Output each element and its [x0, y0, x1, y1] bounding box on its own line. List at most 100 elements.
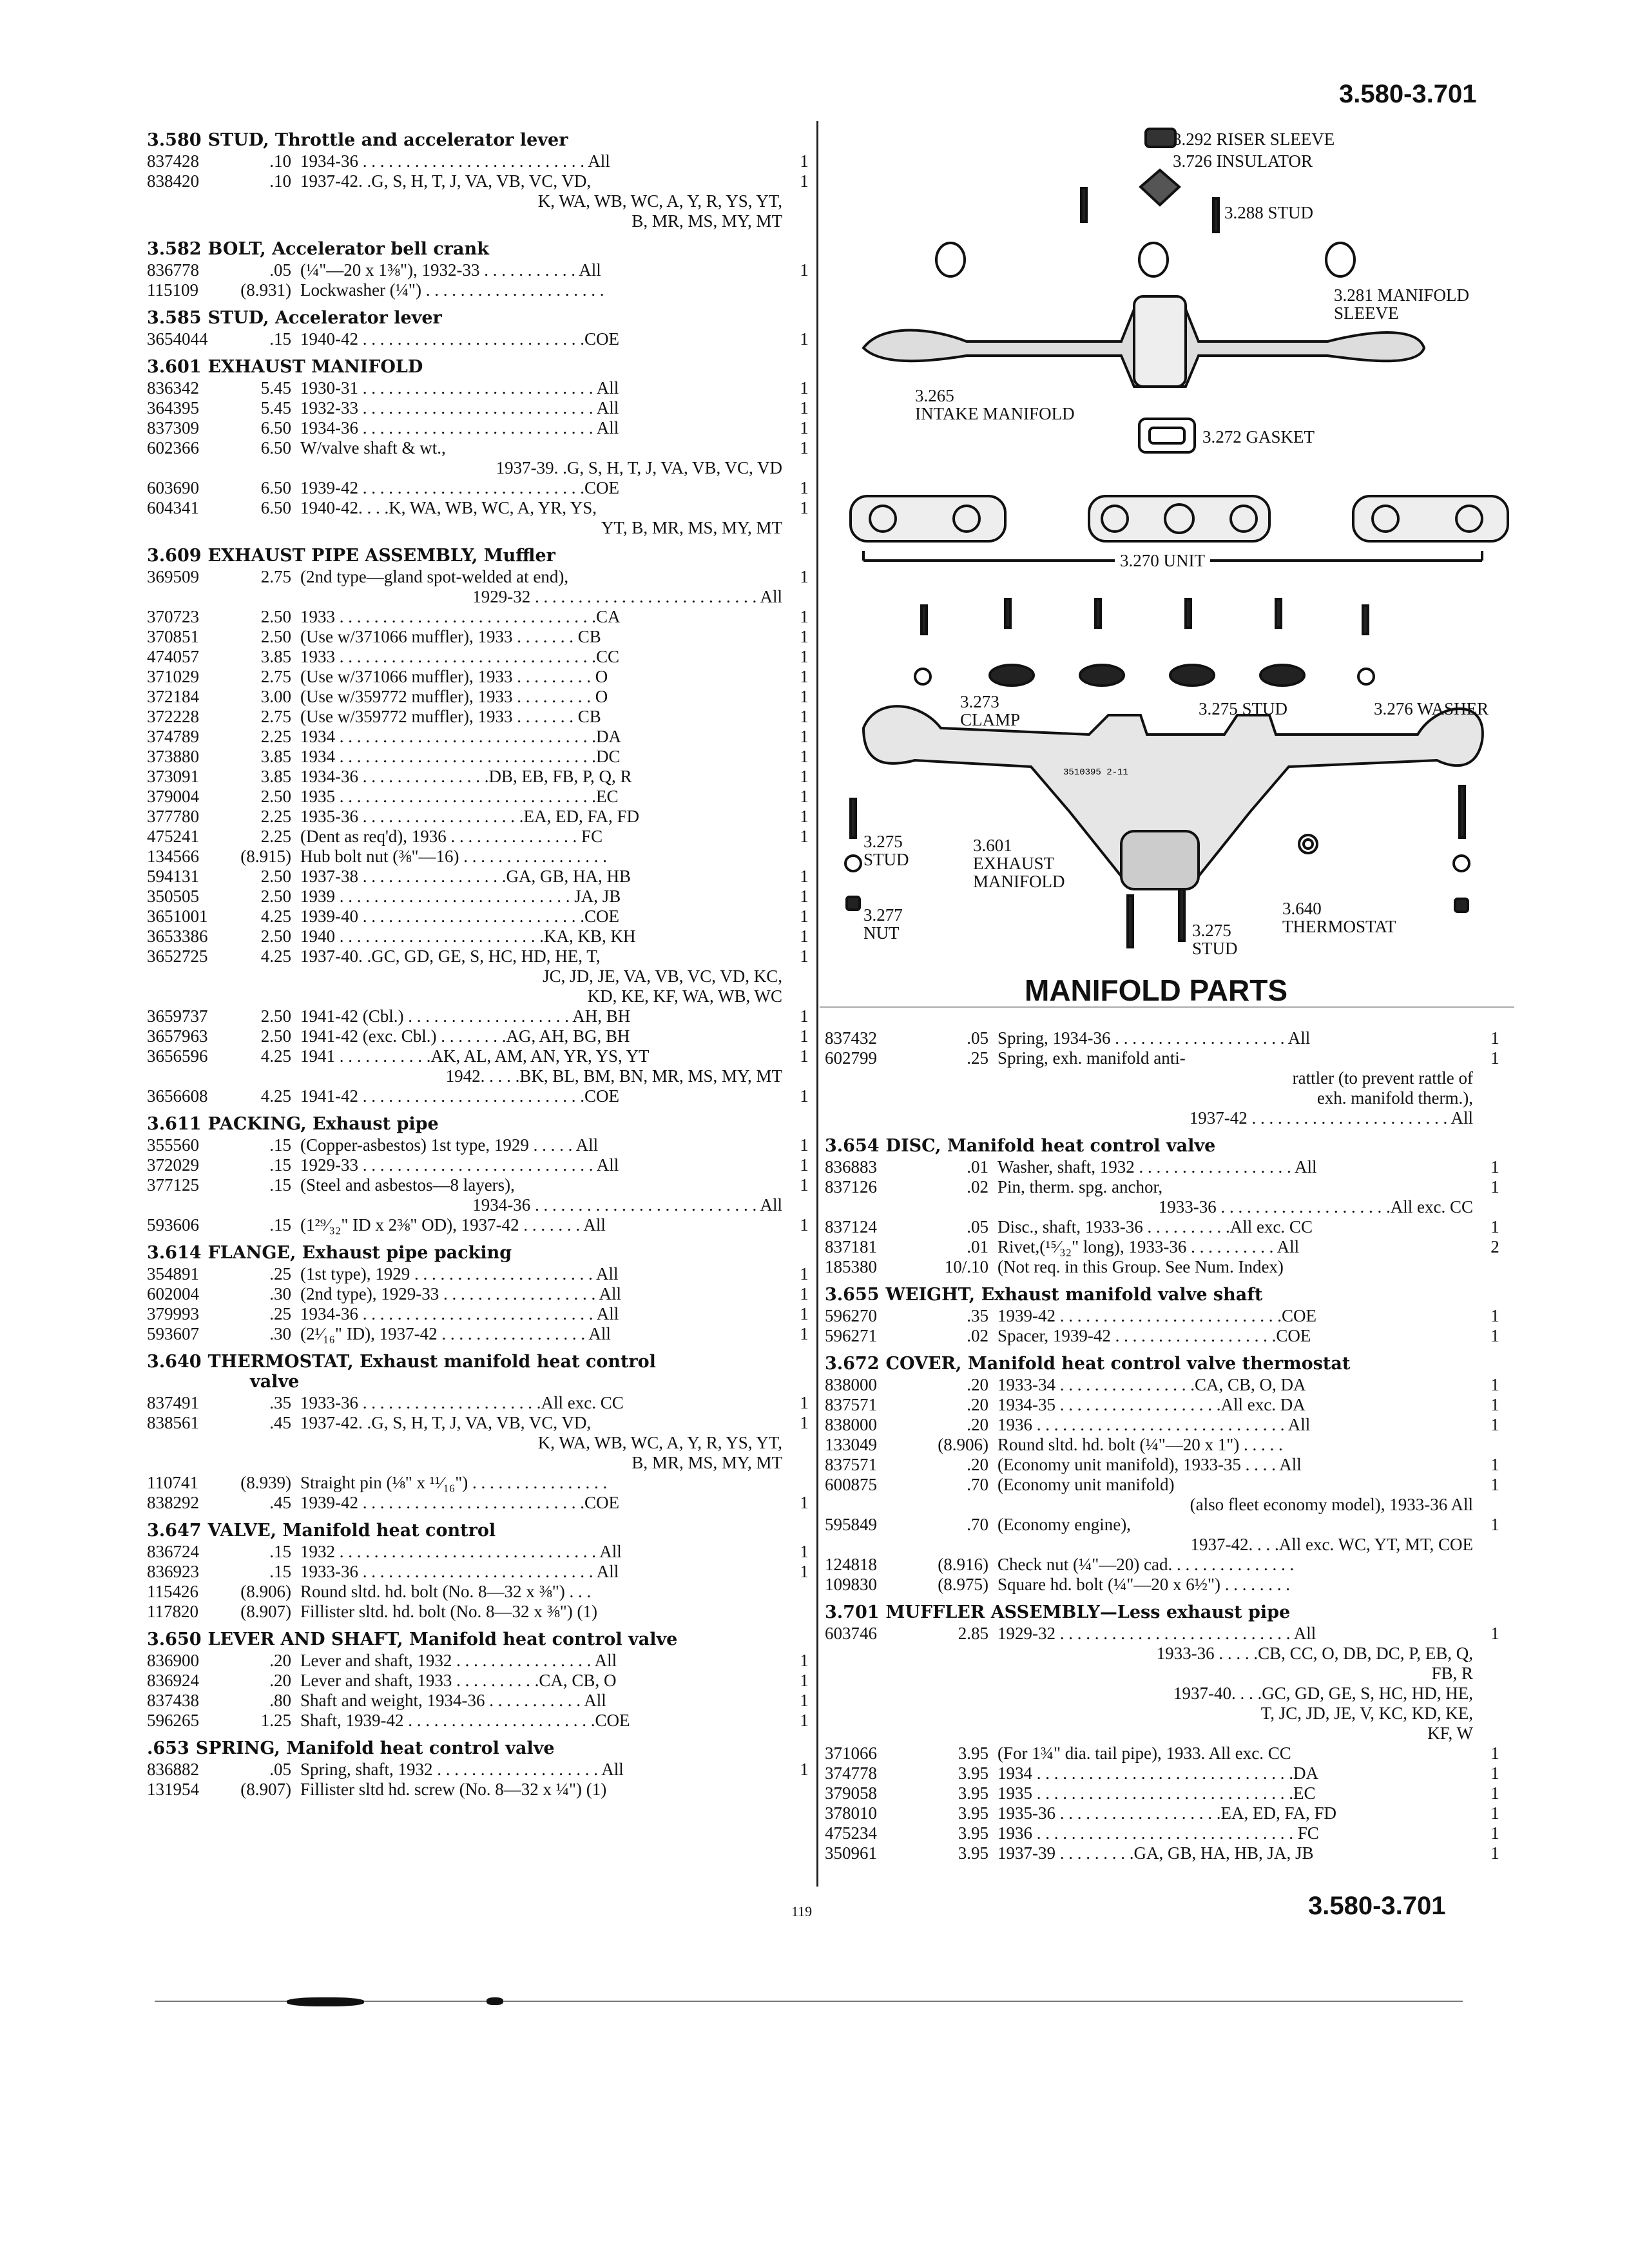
- part-price: .01: [967, 1157, 988, 1177]
- part-row: 110741(8.939)Straight pin (⅛" x ¹¹⁄₁₆") …: [147, 1473, 817, 1493]
- part-description: 1941 . . . . . . . . . . .AK, AL, AM, AN…: [300, 1046, 782, 1086]
- part-description: 1933-36 . . . . . . . . . . . . . . . . …: [300, 1393, 782, 1413]
- part-row: 134566(8.915)Hub bolt nut (⅜"—16) . . . …: [147, 847, 817, 867]
- part-number: 836778: [147, 260, 199, 280]
- part-quantity: 1: [800, 667, 809, 686]
- part-quantity: 1: [800, 151, 809, 171]
- part-quantity: 1: [800, 1413, 809, 1432]
- part-price: 3.85: [260, 747, 291, 766]
- part-number: 379993: [147, 1304, 199, 1323]
- part-quantity: 1: [1490, 1624, 1499, 1643]
- part-quantity: 1: [800, 867, 809, 886]
- part-price: .15: [269, 1155, 291, 1175]
- part-price: .20: [967, 1395, 988, 1414]
- part-quantity: [791, 1473, 817, 1493]
- part-description: 1939-40 . . . . . . . . . . . . . . . . …: [300, 907, 782, 927]
- part-price: 2.25: [260, 727, 291, 746]
- part-description: 1936 . . . . . . . . . . . . . . . . . .…: [998, 1415, 1473, 1435]
- part-quantity: 1: [800, 907, 809, 926]
- part-quantity: 1: [1490, 1415, 1499, 1434]
- label-washer: 3.276 WASHER: [1374, 699, 1489, 718]
- part-quantity: [1482, 1555, 1508, 1575]
- part-description: Disc., shaft, 1933-36 . . . . . . . . . …: [998, 1217, 1473, 1237]
- part-quantity: 1: [1490, 1306, 1499, 1325]
- part-description: Lever and shaft, 1933 . . . . . . . . . …: [300, 1671, 782, 1691]
- part-quantity: 1: [800, 378, 809, 398]
- part-number: 350961: [825, 1843, 877, 1863]
- description-line: 1934 . . . . . . . . . . . . . . . . . .…: [998, 1763, 1318, 1783]
- part-quantity: 1: [800, 438, 809, 457]
- part-description: 1937-42. .G, S, H, T, J, VA, VB, VC, VD,…: [300, 1413, 782, 1473]
- part-number: 836924: [147, 1671, 199, 1690]
- description-line: 1939-42 . . . . . . . . . . . . . . . . …: [300, 1493, 619, 1512]
- part-number: 3656596: [147, 1046, 208, 1066]
- part-description: (Use w/359772 muffler), 1933 . . . . . .…: [300, 687, 782, 707]
- part-row: 377125.15(Steel and asbestos—8 layers),1…: [147, 1175, 817, 1215]
- part-number: 133049: [825, 1435, 877, 1454]
- description-line: JC, JD, JE, VA, VB, VC, VD, KC,: [543, 966, 782, 986]
- part-price: 2.25: [260, 807, 291, 826]
- description-line: 1929-33 . . . . . . . . . . . . . . . . …: [300, 1155, 619, 1175]
- part-description: Lever and shaft, 1932 . . . . . . . . . …: [300, 1651, 782, 1671]
- part-row: 109830(8.975)Square hd. bolt (¼"—20 x 6½…: [825, 1575, 1508, 1595]
- part-number: 370723: [147, 607, 199, 626]
- part-number: 836882: [147, 1760, 199, 1779]
- part-number: 379058: [825, 1783, 877, 1803]
- part-quantity: 1: [800, 727, 809, 746]
- description-line: 1934-36 . . . . . . . . . . . . . . .DB,…: [300, 767, 632, 786]
- description-line: 1933-36 . . . . . . . . . . . . . . . . …: [300, 1562, 619, 1581]
- part-description: Shaft and weight, 1934-36 . . . . . . . …: [300, 1691, 782, 1711]
- description-line: 1933-36 . . . . . . . . . . . . . . . . …: [300, 1393, 624, 1412]
- part-number: 593606: [147, 1215, 199, 1235]
- page-range-header: 3.580-3.701: [1339, 80, 1477, 108]
- description-line: Shaft, 1939-42 . . . . . . . . . . . . .…: [300, 1711, 630, 1730]
- part-description: (2¹⁄₁₆" ID), 1937-42 . . . . . . . . . .…: [300, 1324, 782, 1344]
- ring-right: [1325, 242, 1356, 278]
- part-quantity: 1: [800, 1086, 809, 1106]
- group-title: EXHAUST MANIFOLD: [207, 357, 423, 377]
- part-price: 3.85: [260, 767, 291, 786]
- part-quantity: 1: [1490, 1375, 1499, 1394]
- part-description: 1933 . . . . . . . . . . . . . . . . . .…: [300, 647, 782, 667]
- part-description: 1935-36 . . . . . . . . . . . . . . . . …: [300, 807, 782, 827]
- part-row: 837571.20(Economy unit manifold), 1933-3…: [825, 1455, 1508, 1475]
- description-line: 1930-31 . . . . . . . . . . . . . . . . …: [300, 378, 619, 398]
- part-description: 1939-42 . . . . . . . . . . . . . . . . …: [300, 1493, 782, 1513]
- part-description: 1935-36 . . . . . . . . . . . . . . . . …: [998, 1803, 1473, 1823]
- description-line: B, MR, MS, MY, MT: [631, 1453, 782, 1472]
- label-manifold-sleeve: 3.281 MANIFOLD SLEEVE: [1334, 285, 1470, 323]
- description-line: 1941-42 . . . . . . . . . . . . . . . . …: [300, 1086, 619, 1106]
- group-number: 3.650: [147, 1629, 202, 1649]
- description-line: 1935 . . . . . . . . . . . . . . . . . .…: [300, 787, 619, 806]
- part-number: 838000: [825, 1375, 877, 1394]
- part-number: 377125: [147, 1175, 199, 1195]
- part-price: 4.25: [260, 1046, 291, 1066]
- part-description: Round sltd. hd. bolt (No. 8—32 x ⅜") . .…: [300, 1582, 782, 1602]
- part-number: 837124: [825, 1217, 877, 1236]
- part-price: 2.50: [260, 787, 291, 806]
- part-number: 602366: [147, 438, 199, 457]
- part-price: 2.50: [260, 1006, 291, 1026]
- part-number: 372228: [147, 707, 199, 726]
- part-quantity: 1: [800, 1026, 809, 1046]
- part-price: .20: [967, 1415, 988, 1434]
- part-description: Washer, shaft, 1932 . . . . . . . . . . …: [998, 1157, 1473, 1177]
- group-number: 3.647: [147, 1521, 202, 1541]
- description-line: (Not req. in this Group. See Num. Index): [998, 1257, 1284, 1276]
- part-description: (Use w/359772 muffler), 1933 . . . . . .…: [300, 707, 782, 727]
- part-quantity: 1: [1490, 1843, 1499, 1863]
